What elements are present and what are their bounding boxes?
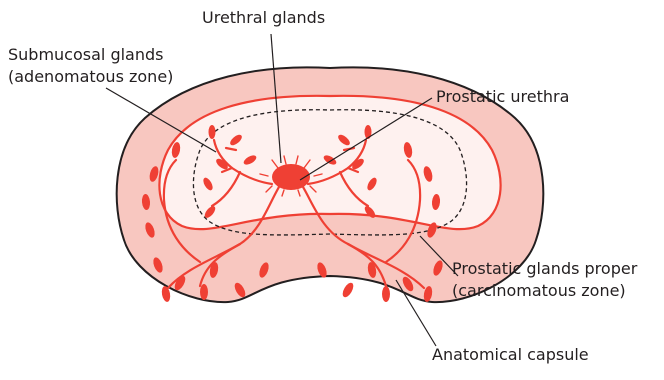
- acinus: [209, 125, 216, 139]
- label-anatomical-capsule: Anatomical capsule: [432, 344, 589, 365]
- label-prostatic-glands-proper: Prostatic glands proper: [452, 258, 637, 279]
- label-urethral-glands: Urethral glands: [202, 7, 325, 28]
- acinus: [382, 286, 390, 302]
- acinus: [200, 284, 208, 300]
- label-carcinomatous-zone: (carcinomatous zone): [452, 280, 626, 301]
- label-submucosal-glands: Submucosal glands: [8, 44, 163, 65]
- label-adenomatous-zone: (adenomatous zone): [8, 66, 173, 87]
- acinus: [341, 281, 356, 299]
- label-prostatic-urethra: Prostatic urethra: [436, 86, 569, 107]
